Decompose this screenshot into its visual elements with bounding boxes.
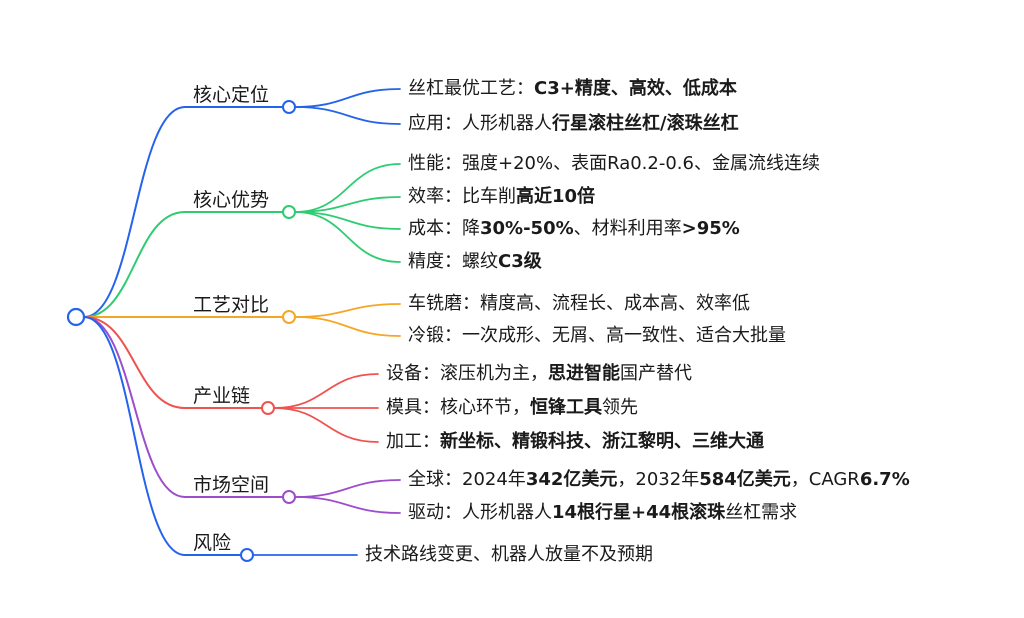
root-branch-connector (83, 316, 186, 556)
leaf-text-bold: 6.7% (859, 469, 910, 490)
branch-leaf-connector (294, 88, 401, 108)
leaf-item: 冷锻：一次成形、无屑、高一致性、适合大批量 (408, 324, 786, 348)
leaf-text: 设备：滚压机为主， (386, 363, 548, 384)
leaf-item: 成本：降30%-50%、材料利用率>95% (408, 217, 740, 241)
leaf-text: 全球：2024年 (408, 469, 526, 490)
root-branch-connector (83, 316, 186, 409)
branch-label: 核心定位 (193, 84, 270, 106)
leaf-text-bold: 14根行星+44根滚珠 (552, 502, 726, 523)
leaf-item: 丝杠最优工艺：C3+精度、高效、低成本 (408, 77, 737, 101)
leaf-text: 加工： (386, 431, 440, 452)
leaf-text-bold: >95% (681, 218, 740, 239)
leaf-item: 性能：强度+20%、表面Ra0.2-0.6、金属流线连续 (408, 152, 820, 176)
branch-leaf-connector (294, 303, 401, 318)
leaf-item: 全球：2024年342亿美元，2032年584亿美元，CAGR6.7% (408, 468, 910, 492)
leaf-text: 丝杠需求 (725, 502, 798, 523)
leaf-text-bold: C3级 (498, 251, 542, 272)
leaf-text: 冷锻：一次成形、无屑、高一致性、适合大批量 (408, 325, 786, 346)
leaf-item: 车铣磨：精度高、流程长、成本高、效率低 (408, 292, 750, 316)
leaf-item: 精度：螺纹C3级 (408, 250, 542, 274)
leaf-text: 效率：比车削 (408, 186, 516, 207)
leaf-text-bold: 思进智能 (548, 363, 620, 384)
leaf-text-bold: C3+精度、高效、低成本 (534, 78, 737, 99)
branch-label: 工艺对比 (193, 294, 270, 316)
branch-node-circle[interactable] (282, 490, 296, 504)
leaf-text: 国产替代 (620, 363, 692, 384)
leaf-text-bold: 342亿美元 (525, 469, 618, 490)
root-branch-connector (83, 316, 186, 498)
leaf-item: 效率：比车削高近10倍 (408, 185, 595, 209)
branch-leaf-connector (294, 211, 401, 263)
branch-label: 产业链 (193, 385, 251, 407)
branch-label: 核心优势 (193, 189, 270, 211)
leaf-text: 驱动：人形机器人 (408, 502, 552, 523)
branch-node-circle[interactable] (282, 310, 296, 324)
leaf-item: 加工：新坐标、精锻科技、浙江黎明、三维大通 (386, 430, 764, 454)
branch-leaf-connector (273, 407, 379, 443)
leaf-text: 模具：核心环节， (386, 397, 530, 418)
branch-leaf-connector (294, 106, 401, 125)
leaf-text: 应用：人形机器人 (408, 113, 552, 134)
branch-node-circle[interactable] (261, 401, 275, 415)
leaf-text: ，2032年 (617, 469, 700, 490)
leaf-text: 性能：强度+20%、表面Ra0.2-0.6、金属流线连续 (408, 153, 820, 174)
leaf-text-bold: 高近10倍 (516, 186, 596, 207)
leaf-item: 模具：核心环节，恒锋工具领先 (386, 396, 638, 420)
leaf-text: 丝杠最优工艺： (408, 78, 534, 99)
branch-node-circle[interactable] (282, 205, 296, 219)
root-node-circle[interactable] (66, 307, 86, 327)
leaf-text: ，CAGR (790, 469, 860, 490)
branch-leaf-connector (294, 479, 401, 498)
branch-leaf-connector (294, 211, 401, 230)
leaf-text-bold: 584亿美元 (699, 469, 791, 490)
leaf-text: 精度：螺纹 (408, 251, 498, 272)
leaf-text-bold: 30%-50% (480, 218, 574, 239)
leaf-text: 领先 (602, 397, 638, 418)
branch-label: 风险 (193, 532, 232, 554)
leaf-text: 成本：降 (408, 218, 480, 239)
leaf-text-bold: 行星滚柱丝杠/滚珠丝杠 (552, 113, 739, 134)
branch-label: 市场空间 (193, 474, 270, 496)
leaf-text: 技术路线变更、机器人放量不及预期 (365, 544, 653, 565)
branch-leaf-connector (294, 316, 401, 337)
branch-leaf-connector (294, 163, 401, 213)
root-branch-connector (83, 211, 186, 318)
leaf-text-bold: 恒锋工具 (530, 397, 602, 418)
leaf-item: 设备：滚压机为主，思进智能国产替代 (386, 362, 692, 386)
leaf-text: 车铣磨：精度高、流程长、成本高、效率低 (408, 293, 750, 314)
leaf-item: 应用：人形机器人行星滚柱丝杠/滚珠丝杠 (408, 112, 739, 136)
branch-leaf-connector (294, 196, 401, 213)
branch-leaf-connector (294, 496, 401, 514)
root-branch-connector (83, 106, 186, 318)
leaf-item: 驱动：人形机器人14根行星+44根滚珠丝杠需求 (408, 501, 797, 525)
leaf-text-bold: 新坐标、精锻科技、浙江黎明、三维大通 (440, 431, 764, 452)
leaf-item: 技术路线变更、机器人放量不及预期 (365, 543, 653, 567)
leaf-text: 、材料利用率 (573, 218, 682, 239)
branch-node-circle[interactable] (240, 548, 254, 562)
branch-node-circle[interactable] (282, 100, 296, 114)
branch-leaf-connector (273, 373, 379, 409)
